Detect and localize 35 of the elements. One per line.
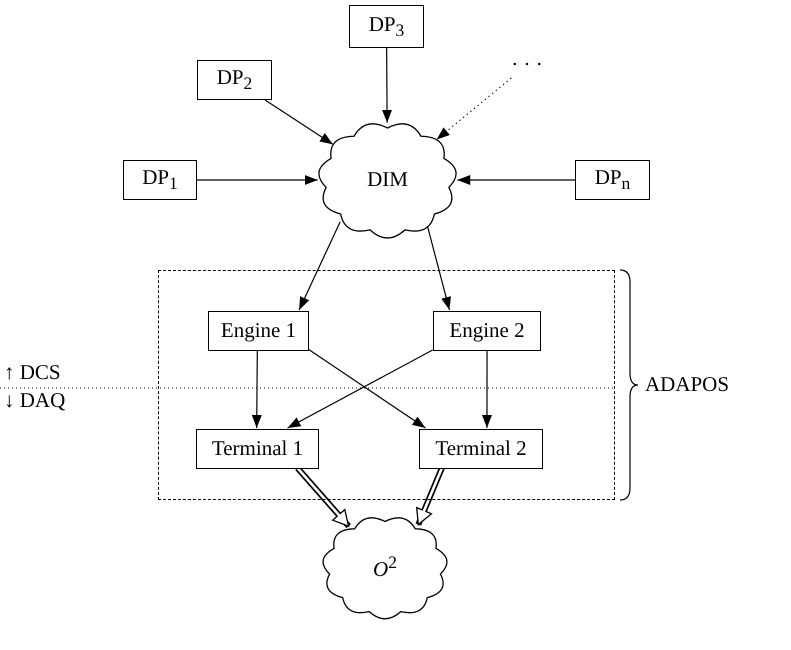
node-label: DP$_{3}$: [368, 12, 404, 40]
layer-label: ↑ DCS: [4, 361, 61, 384]
node-label: O$^{2}$: [373, 553, 397, 582]
process-box: [575, 160, 650, 200]
process-box: [123, 160, 197, 200]
group-label: ADAPOS: [645, 373, 730, 396]
node-label: DP$_{n}$: [594, 166, 630, 194]
node-label: DP$_{1}$: [142, 166, 178, 194]
arrow: [382, 48, 392, 123]
process-box: [197, 60, 272, 100]
process-box: [419, 429, 543, 469]
arrow: [308, 348, 426, 428]
node-label: Engine 2: [449, 319, 525, 343]
node-label: DIM: [367, 168, 408, 192]
node-label: Terminal 2: [435, 437, 527, 461]
arrow: [252, 350, 262, 428]
arrow: [416, 466, 445, 526]
arrow: [197, 175, 318, 185]
node-label: · · ·: [511, 53, 543, 77]
node-label: Terminal 1: [212, 437, 304, 461]
arrow: [457, 175, 575, 185]
node-label: DP$_{2}$: [216, 66, 252, 94]
process-box: [349, 5, 424, 48]
arrow: [427, 226, 451, 310]
arrow: [298, 222, 341, 310]
arrow: [436, 78, 512, 140]
arrow: [264, 100, 334, 145]
node-label: Engine 1: [220, 319, 296, 343]
process-box: [196, 429, 319, 469]
arrow: [482, 350, 492, 428]
dashed-group-frame: [158, 270, 615, 500]
layer-label: ↓ DAQ: [4, 389, 66, 412]
process-box: [208, 311, 309, 351]
arrow: [287, 349, 433, 429]
process-box: [433, 311, 541, 351]
